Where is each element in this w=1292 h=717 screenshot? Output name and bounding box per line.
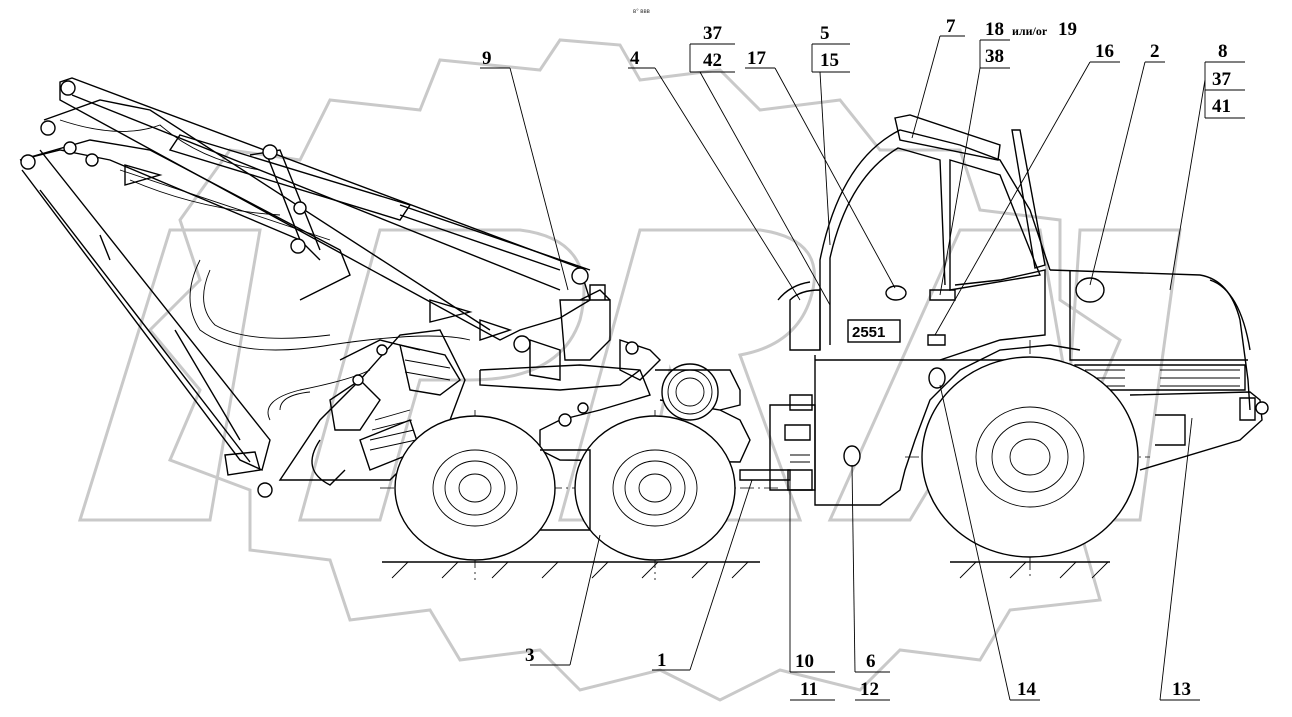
- callout-6: 6: [866, 651, 876, 672]
- callout-37-top: 37: [703, 23, 723, 44]
- articulation-joint: [769, 394, 816, 491]
- leader-lines: [480, 35, 1245, 701]
- callout-17: 17: [747, 48, 767, 69]
- callout-10: 10: [795, 651, 814, 672]
- callout-3: 3: [525, 645, 535, 666]
- callout-15: 15: [820, 50, 839, 71]
- callout-9: 9: [482, 48, 492, 69]
- callout-7: 7: [946, 16, 956, 37]
- callout-13: 13: [1172, 679, 1191, 700]
- callout-19: 19: [1058, 19, 1077, 40]
- callout-8: 8: [1218, 41, 1228, 62]
- callout-2: 2: [1150, 41, 1160, 62]
- cab-and-hood: 2551: [777, 114, 1269, 506]
- cab-plate-number: 2551: [852, 324, 885, 341]
- rear-frame: [479, 284, 791, 481]
- callout-38: 38: [985, 46, 1004, 67]
- callout-18: 18: [985, 19, 1004, 40]
- callout-37-right: 37: [1212, 69, 1232, 90]
- callout-12: 12: [860, 679, 879, 700]
- crane-boom: [19, 77, 591, 498]
- callout-labels: 9 4 37 42 17 5 15 7 18 или/or 19 38 16 2…: [482, 16, 1232, 700]
- front-wheel: [921, 356, 1139, 558]
- callout-14: 14: [1017, 679, 1037, 700]
- callout-1: 1: [657, 650, 667, 671]
- callout-11: 11: [800, 679, 818, 700]
- callout-42: 42: [703, 50, 722, 71]
- callout-41: 41: [1212, 96, 1231, 117]
- callout-5: 5: [820, 23, 830, 44]
- header-text: в° ввв: [633, 9, 650, 15]
- callout-or-text: или/or: [1012, 24, 1048, 38]
- rear-wheels: [394, 415, 736, 561]
- callout-4: 4: [630, 48, 640, 69]
- ground-line: [382, 561, 1110, 579]
- harvester-head: [278, 329, 466, 486]
- callout-16: 16: [1095, 41, 1114, 62]
